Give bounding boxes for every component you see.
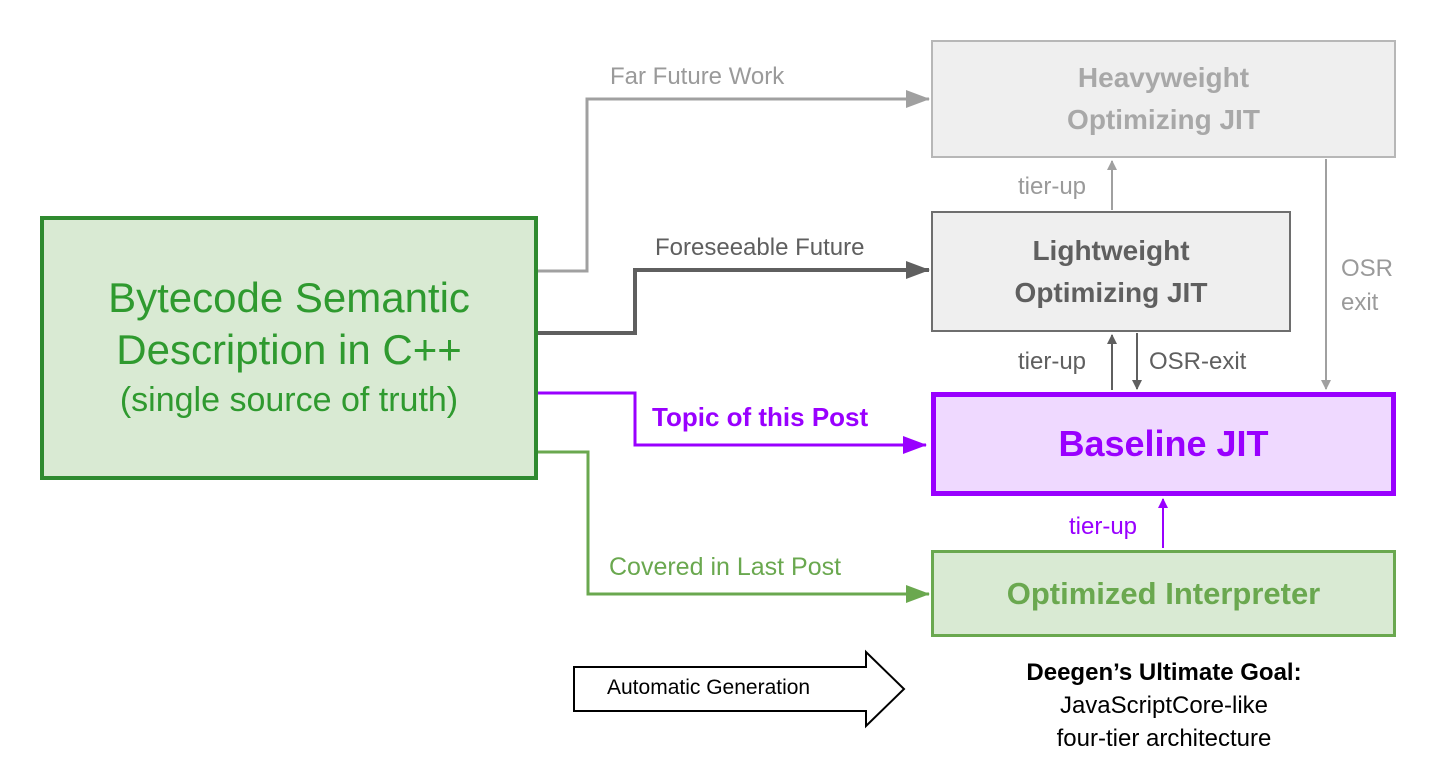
label-osr-exit-heavy-line2: exit [1341, 289, 1379, 316]
edge-topic [538, 391, 927, 454]
lightweight-optimizing-jit-box: Lightweight Optimizing JIT [931, 211, 1291, 332]
label-covered-in-last-post: Covered in Last Post [609, 553, 842, 581]
label-foreseeable-future: Foreseeable Future [655, 234, 865, 261]
heavyweight-line2: Optimizing JIT [1067, 104, 1260, 135]
ultimate-goal-note: Deegen’s Ultimate Goal: JavaScriptCore-l… [960, 656, 1368, 755]
source-line1: Bytecode Semantic [108, 274, 470, 321]
source-line2: Description in C++ [116, 326, 462, 373]
label-tierup-light-heavy: tier-up [1018, 173, 1087, 200]
lightweight-line1: Lightweight [1032, 234, 1190, 266]
label-far-future-work: Far Future Work [610, 63, 785, 90]
heavyweight-optimizing-jit-box: Heavyweight Optimizing JIT [931, 40, 1396, 158]
edge-last-post [538, 450, 930, 603]
label-topic-of-this-post: Topic of this Post [652, 402, 869, 432]
goal-line1: JavaScriptCore-like [1059, 692, 1269, 719]
interpreter-label: Optimized Interpreter [1006, 575, 1321, 611]
goal-line2: four-tier architecture [1056, 725, 1272, 752]
automatic-generation-arrow [573, 649, 906, 729]
label-osr-exit-heavy-line1: OSR [1341, 255, 1394, 282]
label-automatic-generation: Automatic Generation [607, 676, 811, 699]
baseline-label: Baseline JIT [1058, 423, 1269, 464]
edge-foreseeable-future [538, 261, 930, 335]
label-tierup-interp-baseline: tier-up [1069, 513, 1138, 540]
label-osr-exit-light: OSR-exit [1149, 348, 1247, 375]
optimized-interpreter-box: Optimized Interpreter [931, 550, 1396, 637]
baseline-jit-box: Baseline JIT [931, 392, 1396, 496]
bytecode-semantic-description-box: Bytecode Semantic Description in C++ (si… [40, 216, 538, 480]
heavyweight-line1: Heavyweight [1077, 62, 1250, 93]
edge-far-future [538, 90, 930, 273]
goal-title: Deegen’s Ultimate Goal: [1026, 659, 1302, 686]
source-line3: (single source of truth) [119, 381, 459, 419]
lightweight-line2: Optimizing JIT [1014, 276, 1208, 308]
label-tierup-baseline-light: tier-up [1018, 348, 1087, 375]
